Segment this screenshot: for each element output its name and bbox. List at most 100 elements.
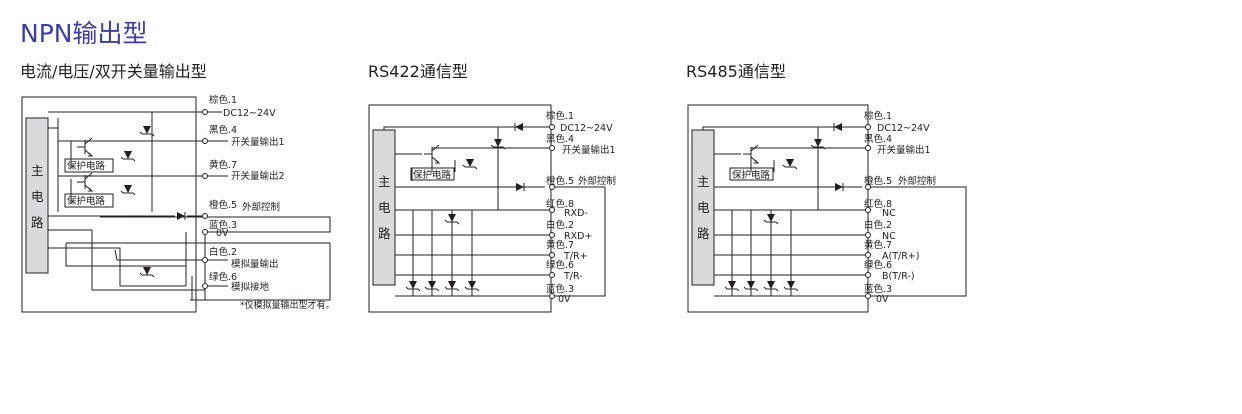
- wire-color: 绿色.6: [864, 259, 892, 271]
- wire-color: 蓝色.3: [546, 283, 574, 295]
- wire-color: 蓝色.3: [209, 219, 237, 231]
- zener-icon: [783, 280, 799, 292]
- protection-circuit-box: [64, 158, 114, 173]
- wire-color: 橙色.5: [209, 199, 237, 211]
- diagram-3-title: RS485通信型: [686, 62, 786, 81]
- wire-function: 开关量输出2: [231, 170, 285, 182]
- wire-color: 黑色.4: [209, 124, 237, 136]
- zener-icon: [782, 158, 798, 170]
- diode-icon: [176, 211, 186, 221]
- wire-function: 0V: [216, 228, 229, 239]
- wire-function: NC: [882, 231, 896, 242]
- protection-label: 保护电路: [67, 160, 106, 172]
- wire-function: 模拟接地: [231, 281, 270, 293]
- wire-function: 模拟量输出: [231, 258, 279, 270]
- zener-icon: [444, 213, 460, 225]
- main-circuit-box: [25, 117, 49, 274]
- zener-icon: [120, 150, 136, 162]
- main-circuit-label: 主: [31, 163, 44, 178]
- wire-color: 白色.2: [209, 246, 237, 258]
- main-circuit-label: 路: [378, 226, 391, 241]
- wire-color: 白色.2: [864, 219, 892, 231]
- zener-icon: [810, 138, 826, 150]
- wire-color: 红色.8: [864, 198, 892, 210]
- wire-function: B(T/R-): [882, 271, 915, 282]
- main-circuit-label: 电: [697, 200, 710, 215]
- main-circuit-label: 路: [697, 226, 710, 241]
- main-circuit-label: 路: [31, 215, 44, 230]
- wire-function: RXD+: [564, 231, 592, 242]
- main-circuit-label: 电: [31, 189, 44, 204]
- wire-function: 开关量输出1: [562, 144, 616, 156]
- diagram-2-frame: [368, 104, 552, 313]
- wire-color: 黄色.7: [209, 159, 237, 171]
- wire-function: 外部控制: [898, 175, 936, 187]
- diagram-3-frame: [687, 104, 869, 313]
- zener-icon: [462, 158, 478, 170]
- diode-icon: [515, 182, 525, 192]
- zener-icon: [444, 280, 460, 292]
- zener-icon: [490, 138, 506, 150]
- wire-color: 白色.2: [546, 219, 574, 231]
- diagram-2-title: RS422通信型: [368, 62, 468, 81]
- wire-function: 开关量输出1: [231, 136, 285, 148]
- wire-color: 绿色.6: [209, 271, 237, 283]
- protection-circuit-box: [410, 167, 455, 181]
- wire-color: 蓝色.3: [864, 283, 892, 295]
- wire-color: 棕色.1: [209, 94, 237, 106]
- rs-diode-bank: [405, 213, 480, 292]
- footnote: *仅模拟量输出型才有。: [240, 299, 335, 311]
- wire-color: 黑色.4: [864, 133, 892, 145]
- wire-function: DC12~24V: [223, 108, 276, 119]
- zener-icon: [464, 280, 480, 292]
- wire-color: 棕色.1: [546, 110, 574, 122]
- wire-function: 外部控制: [242, 201, 280, 213]
- zener-icon: [763, 213, 779, 225]
- diagram-1-title: 电流/电压/双开关量输出型: [20, 62, 207, 81]
- wire-color: 黄色.7: [864, 239, 892, 251]
- wire-function: T/R+: [563, 251, 588, 262]
- protection-circuit-box: [64, 193, 114, 208]
- wire-function: 外部控制: [578, 175, 616, 187]
- main-circuit-label: 主: [378, 174, 391, 189]
- wire-color: 橙色.5: [864, 175, 892, 187]
- wire-color: 黑色.4: [546, 133, 574, 145]
- diagram-3: [687, 104, 967, 313]
- zener-icon: [763, 280, 779, 292]
- zener-icon: [743, 280, 759, 292]
- wire-function: A(T/R+): [882, 251, 919, 262]
- protection-label: 保护电路: [413, 169, 452, 181]
- wire-color: 棕色.1: [864, 110, 892, 122]
- diagram-2: [368, 104, 606, 313]
- page-title: NPN输出型: [20, 19, 148, 48]
- main-circuit-label: 电: [378, 200, 391, 215]
- wire-function: DC12~24V: [877, 123, 930, 134]
- protection-circuit-box: [729, 167, 774, 181]
- diode-icon: [514, 122, 524, 132]
- wire-function: 开关量输出1: [877, 144, 931, 156]
- zener-icon: [724, 280, 740, 292]
- wire-color: 橙色.5: [546, 175, 574, 187]
- wire-function: NC: [882, 208, 896, 219]
- wire-color: 红色.8: [546, 198, 574, 210]
- wire-function: RXD-: [564, 208, 588, 219]
- wire-function: T/R-: [563, 271, 583, 282]
- diagram-1-frame: [21, 96, 197, 313]
- zener-icon: [424, 280, 440, 292]
- rs-diode-bank: [724, 213, 799, 292]
- zener-icon: [405, 280, 421, 292]
- diagram-1: [21, 96, 331, 313]
- wire-function: 0V: [876, 294, 889, 305]
- protection-label: 保护电路: [732, 169, 771, 181]
- diode-icon: [834, 182, 844, 192]
- main-circuit-label: 主: [697, 174, 710, 189]
- zener-icon: [139, 266, 155, 278]
- wire-function: 0V: [558, 294, 571, 305]
- wire-color: 绿色.6: [546, 259, 574, 271]
- protection-label: 保护电路: [67, 195, 106, 207]
- wire-function: DC12~24V: [560, 123, 613, 134]
- zener-icon: [120, 184, 136, 196]
- wire-color: 黄色.7: [546, 239, 574, 251]
- diode-icon: [833, 122, 843, 132]
